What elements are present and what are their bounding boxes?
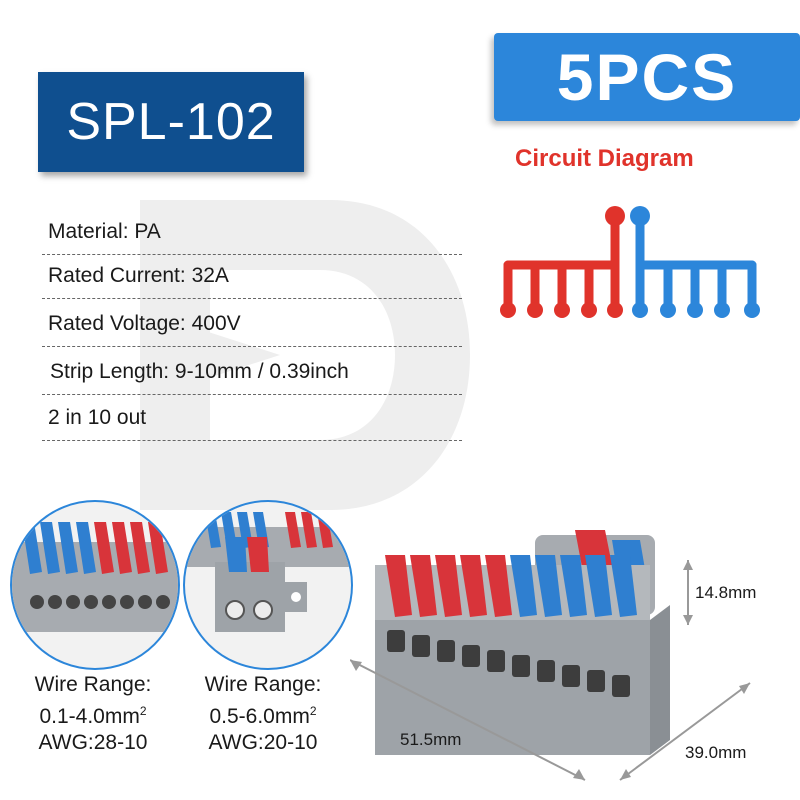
wire-range-value: 0.1-4.0mm2: [39, 704, 147, 728]
spec-label: Rated Voltage: 400V: [48, 312, 241, 335]
circuit-diagram: [500, 206, 760, 318]
lever-row: [385, 555, 637, 617]
circuit-blue-side: [630, 206, 760, 318]
connector-product-icon: [350, 530, 751, 781]
quantity-text: 5PCS: [556, 40, 738, 114]
circuit-diagram-title: Circuit Diagram: [515, 145, 694, 172]
connector-input-icon: [185, 512, 351, 632]
wire-range-title: Wire Range:: [34, 673, 152, 696]
wire-range-awg: AWG:20-10: [208, 731, 318, 754]
circuit-red-side: [500, 206, 625, 318]
watermark-logo-icon: [140, 200, 470, 510]
spec-label: 2 in 10 out: [48, 406, 147, 429]
spec-row-strip-length: Strip Length: 9-10mm / 0.39inch: [42, 350, 462, 395]
dimension-width: 39.0mm: [685, 743, 747, 762]
dimension-height: 14.8mm: [695, 583, 757, 602]
wire-hole-row: [387, 630, 630, 697]
wire-range-value: 0.5-6.0mm2: [209, 704, 317, 728]
spec-label: Material: PA: [48, 220, 161, 243]
spec-label: Strip Length: 9-10mm / 0.39inch: [50, 360, 349, 383]
closeup-photo-small: [10, 500, 180, 670]
wire-range-title: Wire Range:: [204, 673, 322, 696]
wire-range-awg: AWG:28-10: [38, 731, 148, 754]
model-badge: SPL-102: [38, 72, 304, 172]
connector-closeup-icon: [12, 522, 178, 632]
spec-row-current: Rated Current: 32A: [42, 254, 462, 299]
quantity-badge: 5PCS: [494, 33, 800, 121]
wire-range-1: Wire Range: 0.1-4.0mm2 AWG:28-10: [18, 672, 168, 756]
wire-range-2: Wire Range: 0.5-6.0mm2 AWG:20-10: [188, 672, 338, 756]
spec-row-voltage: Rated Voltage: 400V: [42, 302, 462, 347]
spec-row-io: 2 in 10 out: [42, 396, 462, 441]
closeup-photo-input: [183, 500, 353, 670]
spec-row-material: Material: PA: [42, 210, 462, 255]
dimension-length: 51.5mm: [400, 730, 462, 749]
model-number: SPL-102: [66, 93, 276, 151]
spec-label: Rated Current: 32A: [48, 264, 229, 287]
